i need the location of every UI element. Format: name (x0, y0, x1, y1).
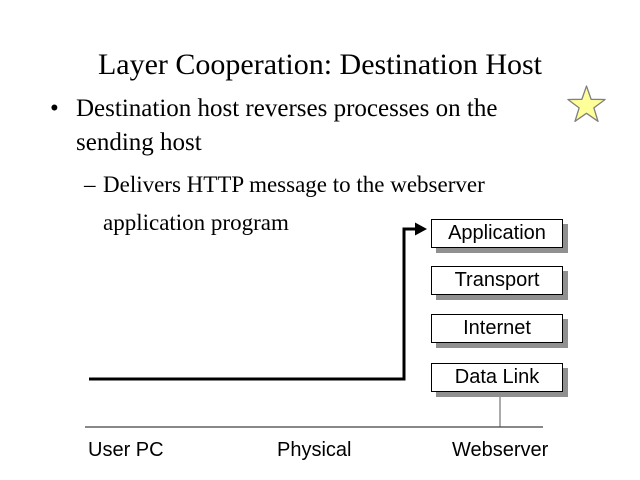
star-shape (567, 85, 606, 123)
layer-box-datalink-label: Data Link (454, 366, 540, 388)
bullet-text: Destination host reverses processes on t… (76, 95, 498, 156)
slide-title: Layer Cooperation: Destination Host (97, 48, 543, 81)
star-icon (567, 85, 606, 123)
bottom-label-physical: Physical (277, 439, 352, 461)
sub-bullet-text: Delivers HTTP message to the webserver a… (103, 172, 485, 235)
layer-box-datalink: Data Link (431, 363, 563, 392)
bullet-marker: • (50, 95, 59, 122)
layer-box-application: Application (431, 219, 563, 248)
layer-box-internet: Internet (431, 314, 563, 343)
layer-box-transport: Transport (431, 266, 563, 295)
layer-box-transport-label: Transport (454, 269, 540, 291)
layer-box-internet-label: Internet (463, 317, 531, 339)
bottom-label-user-pc: User PC (88, 439, 164, 461)
sub-bullet-marker: – (84, 172, 96, 197)
layer-box-application-label: Application (448, 222, 546, 244)
elbow-arrow-line (89, 227, 416, 381)
bottom-label-webserver: Webserver (452, 439, 549, 461)
